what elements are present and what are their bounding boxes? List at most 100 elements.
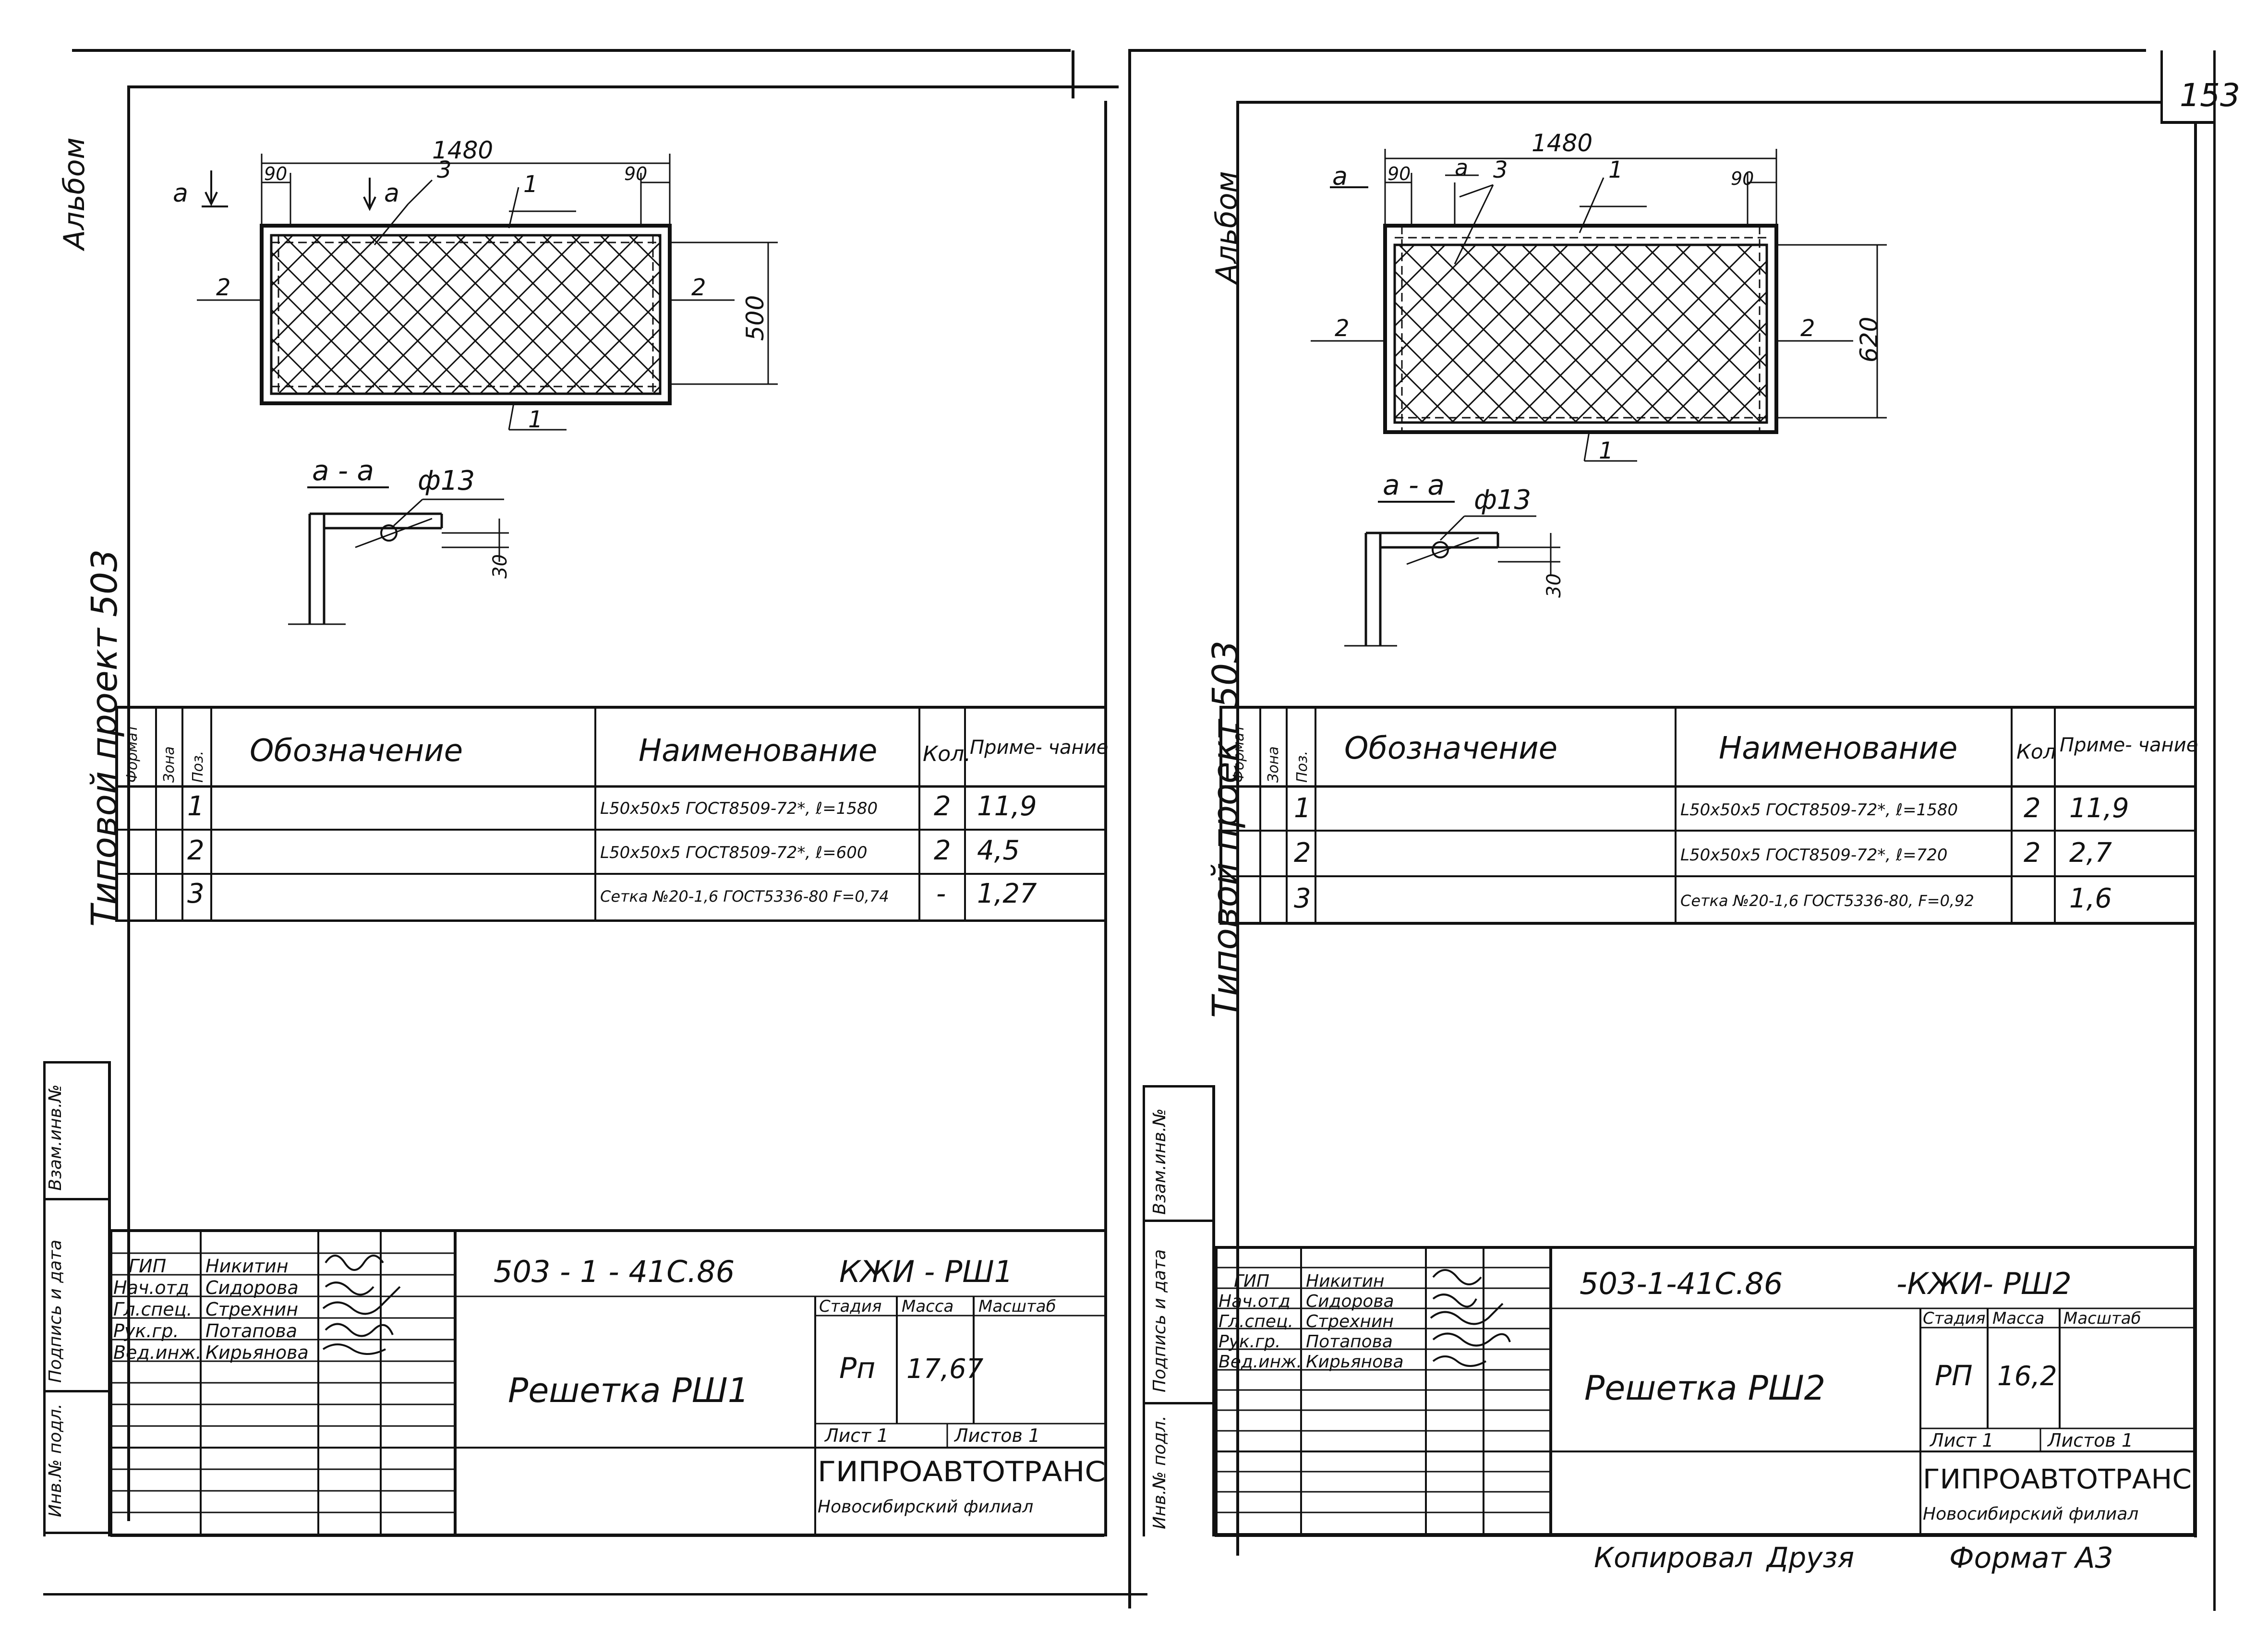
spec-table-rsh2: Формат Зона Поз. Обозначение Наименовани…	[1219, 706, 2198, 925]
label-1-top: 1	[523, 171, 538, 198]
side-strip-top	[43, 1061, 110, 1064]
grating-drawing-rsh2: 1480 90 90 620 3 1 1 2 2 а а а - а ф13 3…	[1311, 130, 1887, 647]
title-block-rsh1: ГИП Нач.отд Гл.спец. Рук.гр. Вед.инж. Ни…	[109, 1229, 1107, 1536]
frame-left	[127, 85, 130, 1521]
role-4: Вед.инж.	[113, 1342, 202, 1363]
grating-mesh-r	[1393, 243, 1768, 424]
side-strip-top-r	[1143, 1085, 1215, 1088]
mass-label: Масса	[902, 1297, 953, 1316]
section-angle-r	[1364, 532, 1499, 646]
dim-30-r: 30	[1543, 573, 1565, 598]
stage-r: РП	[1935, 1359, 1973, 1392]
name-0: Никитин	[205, 1256, 289, 1277]
section-title: а - а	[312, 454, 374, 487]
hdr-zone-r: Зона	[1265, 746, 1282, 783]
top-border-line-right	[1128, 49, 2146, 52]
sheet-divider-line-2	[1128, 50, 1131, 1608]
hdr-pos-r: Поз.	[1294, 751, 1311, 783]
sheet-divider-line	[1072, 50, 1074, 98]
role-0-r: ГИП	[1234, 1271, 1269, 1291]
grating-outer	[260, 224, 672, 405]
row1-pos-r: 1	[1294, 793, 1311, 824]
role-1-r: Нач.отд	[1218, 1292, 1291, 1311]
label-3-r: 3	[1493, 157, 1508, 183]
row2-name: L50x50x5 ГОСТ8509-72*, ℓ=600	[600, 843, 867, 862]
hole-label-r: ф13	[1474, 484, 1531, 516]
label-2-left-r: 2	[1335, 315, 1350, 342]
cut-a-mid-r: а	[1455, 155, 1468, 181]
row2-pos-r: 2	[1294, 837, 1311, 869]
label-1-top-r: 1	[1608, 157, 1623, 183]
right-border-line	[2213, 50, 2216, 1611]
cut-a-left: а	[173, 179, 188, 208]
row1-note: 11,9	[977, 791, 1037, 822]
name-1-r: Сидорова	[1306, 1292, 1394, 1311]
scale-label-r: Масштаб	[2063, 1309, 2141, 1328]
signatures	[322, 1255, 401, 1355]
hdr-format: Формат	[124, 724, 141, 783]
row2-qty-r: 2	[2024, 837, 2041, 869]
row3-qty: -	[936, 878, 946, 909]
page-number-box	[2160, 50, 2163, 122]
branch-r: Новосибирский филиал	[1923, 1504, 2138, 1524]
row2-pos: 2	[187, 835, 205, 866]
mass-r: 16,2	[1997, 1361, 2057, 1392]
row1-qty: 2	[934, 791, 951, 822]
page-number: 153	[2180, 77, 2240, 114]
label-3: 3	[437, 157, 452, 183]
label-1-bottom-r: 1	[1599, 437, 1614, 464]
role-3-r: Рук.гр.	[1218, 1332, 1280, 1352]
sheet-left: Альбом Типовой проект 503 Взам.инв.№ Под…	[0, 0, 1128, 1644]
cut-a-left-r: а	[1332, 162, 1348, 191]
stage-label-r: Стадия	[1923, 1309, 1985, 1328]
signatures-r	[1430, 1269, 1511, 1367]
frame-top-r2	[2160, 121, 2213, 124]
hdr-designation-r: Обозначение	[1344, 731, 1557, 766]
format-label: Формат А3	[1949, 1541, 2113, 1575]
row3-name: Сетка №20-1,6 ГОСТ5336-80 F=0,74	[600, 887, 889, 906]
row2-note-r: 2,7	[2069, 837, 2112, 869]
row2-note: 4,5	[977, 835, 1020, 866]
frame-left-r	[1236, 101, 1239, 1556]
mass: 17,67	[906, 1354, 984, 1385]
role-2: Гл.спец.	[113, 1299, 193, 1320]
hdr-qty-r: Кол	[2016, 740, 2056, 763]
role-4-r: Вед.инж.	[1218, 1352, 1302, 1372]
name-1: Сидорова	[205, 1277, 299, 1298]
name-3: Потапова	[205, 1320, 297, 1342]
spec-table-rsh1: Формат Зона Поз. Обозначение Наименовани…	[115, 706, 1108, 922]
side-strip-div-3	[43, 1532, 110, 1534]
grating-outer-r	[1383, 224, 1778, 434]
dim-height-text-r: 620	[1855, 317, 1883, 363]
side-strip-outer-r	[1143, 1085, 1145, 1536]
album-label-r: Альбом	[1210, 171, 1243, 283]
frame-top	[127, 85, 1119, 88]
name-4: Кирьянова	[205, 1342, 309, 1363]
sheet-label: Лист 1	[824, 1425, 889, 1446]
doc-code: 503 - 1 - 41С.86	[494, 1254, 735, 1289]
label-2-right-r: 2	[1800, 315, 1815, 342]
copied-by: Копировал	[1594, 1541, 1753, 1574]
sheets-label-r: Листов 1	[2047, 1430, 2133, 1451]
row3-note: 1,27	[977, 878, 1037, 909]
org-r: ГИПРОАВТОТРАНС	[1923, 1464, 2192, 1495]
hdr-zone: Зона	[161, 746, 178, 783]
side-field-replace-r: Взам.инв.№	[1150, 1108, 1170, 1215]
stage-label: Стадия	[819, 1297, 881, 1316]
doc-mark-r: -КЖИ- РШ2	[1896, 1266, 2072, 1301]
label-2-left: 2	[216, 274, 231, 301]
dim-left-text-r: 90	[1387, 163, 1411, 184]
hdr-format-r: Формат	[1231, 724, 1247, 783]
label-1-bottom: 1	[528, 406, 543, 433]
hdr-name: Наименование	[639, 733, 877, 769]
side-field-inv-no-r: Инв.№ подл.	[1150, 1415, 1170, 1529]
hdr-pos: Поз.	[190, 751, 206, 783]
title-block-rsh2: ГИП Нач.отд Гл.спец. Рук.гр. Вед.инж. Ни…	[1215, 1246, 2196, 1536]
hdr-note: Приме- чание	[970, 737, 1108, 759]
cut-a-mid: а	[384, 179, 399, 208]
row3-pos-r: 3	[1294, 883, 1311, 914]
dim-30: 30	[489, 554, 511, 579]
dim-right-text-r: 90	[1731, 168, 1754, 189]
side-strip-div-1-r	[1143, 1220, 1215, 1222]
